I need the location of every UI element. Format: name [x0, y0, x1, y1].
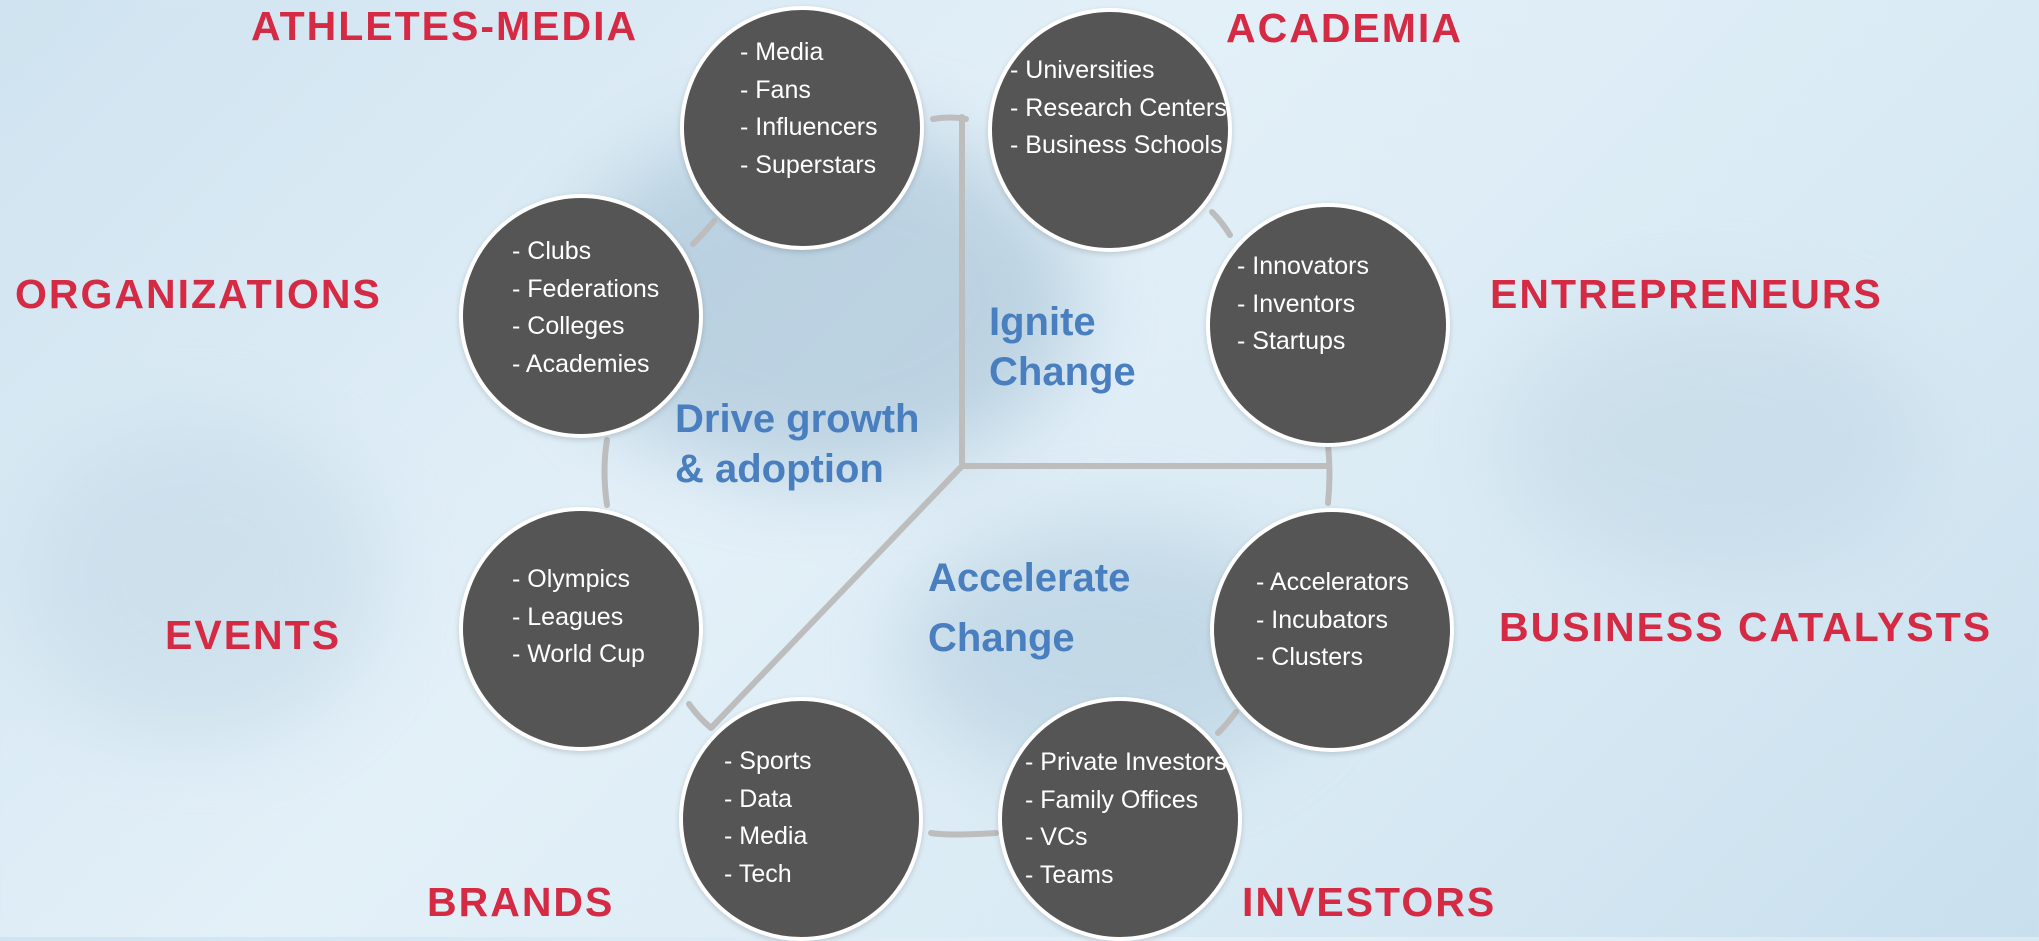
category-business-catalysts: BUSINESS CATALYSTS — [1499, 604, 1993, 650]
node-athletes-media: - Media - Fans - Influencers - Superstar… — [680, 6, 924, 250]
theme-line: Accelerate — [928, 556, 1131, 600]
node-list: - Universities - Research Centers - Busi… — [1010, 52, 1227, 165]
theme-line: & adoption — [675, 447, 884, 491]
category-organizations: ORGANIZATIONS — [15, 271, 382, 317]
node-investors: - Private Investors - Family Offices - V… — [998, 697, 1242, 941]
connector-ring-segment — [1325, 441, 1333, 506]
theme-accelerate-change: Accelerate Change — [928, 548, 1130, 668]
connector-ring-segment — [1209, 209, 1233, 238]
list-item: - World Cup — [512, 640, 645, 668]
node-entrepreneurs: - Innovators - Inventors - Startups — [1206, 203, 1450, 447]
list-item: - Inventors — [1237, 289, 1356, 318]
theme-ignite-change: Ignite Change — [989, 297, 1136, 397]
list-item: - Accelerators — [1256, 568, 1409, 596]
connector-ring-segment — [690, 218, 717, 247]
node-list: - Olympics - Leagues - World Cup — [512, 561, 645, 674]
node-brands: - Sports - Data - Media - Tech — [679, 697, 923, 941]
category-entrepreneurs: ENTREPRENEURS — [1490, 271, 1883, 317]
list-item: - Fans — [740, 75, 811, 104]
node-organizations: - Clubs - Federations - Colleges - Acade… — [459, 194, 703, 438]
list-item: - Superstars — [740, 150, 877, 179]
node-list: - Media - Fans - Influencers - Superstar… — [740, 34, 878, 184]
theme-line: Drive growth — [675, 397, 920, 441]
node-list: - Innovators - Inventors - Startups — [1237, 248, 1369, 361]
list-item: - Clubs — [512, 237, 592, 265]
connector-ring-segment — [928, 830, 999, 838]
list-item: - Colleges — [512, 312, 625, 340]
theme-line: Change — [928, 616, 1075, 660]
background-shape — [1500, 300, 1920, 580]
list-item: - Teams — [1025, 860, 1114, 889]
list-item: - Leagues — [512, 602, 624, 631]
node-events: - Olympics - Leagues - World Cup — [459, 507, 703, 751]
category-brands: BRANDS — [427, 879, 615, 925]
node-list: - Clubs - Federations - Colleges - Acade… — [512, 233, 659, 383]
list-item: - Universities — [1010, 56, 1155, 84]
node-list: - Accelerators - Incubators - Clusters — [1256, 564, 1409, 677]
list-item: - Family Offices — [1025, 785, 1199, 814]
list-item: - Olympics — [512, 565, 631, 593]
list-item: - Media — [740, 38, 824, 66]
node-academia: - Universities - Research Centers - Busi… — [988, 8, 1232, 252]
connector-ring-segment — [1215, 709, 1239, 736]
list-item: - Clusters — [1256, 643, 1363, 671]
list-item: - VCs — [1025, 823, 1088, 851]
category-events: EVENTS — [165, 612, 342, 658]
theme-line: Ignite — [989, 300, 1096, 344]
category-academia: ACADEMIA — [1226, 5, 1463, 51]
connector-ring-segment — [686, 701, 714, 731]
theme-line: Change — [989, 350, 1136, 394]
connector-ring-segment — [601, 437, 610, 508]
list-item: - Innovators — [1237, 252, 1370, 280]
list-item: - Academies — [512, 349, 650, 378]
category-investors: INVESTORS — [1242, 879, 1497, 925]
node-list: - Sports - Data - Media - Tech — [724, 743, 812, 893]
node-list: - Private Investors - Family Offices - V… — [1025, 744, 1226, 894]
list-item: - Private Investors — [1025, 748, 1227, 776]
category-athletes-media: ATHLETES-MEDIA — [251, 3, 639, 49]
list-item: - Influencers — [740, 113, 878, 141]
list-item: - Research Centers — [1010, 93, 1227, 122]
list-item: - Business Schools — [1010, 131, 1223, 159]
list-item: - Startups — [1237, 327, 1346, 355]
theme-drive-growth: Drive growth & adoption — [675, 394, 919, 494]
node-business-catalysts: - Accelerators - Incubators - Clusters — [1210, 508, 1454, 752]
list-item: - Federations — [512, 274, 660, 303]
list-item: - Sports — [724, 747, 812, 775]
list-item: - Data — [724, 784, 793, 813]
list-item: - Tech — [724, 859, 792, 888]
list-item: - Media — [724, 822, 808, 850]
connector-spoke — [708, 463, 965, 731]
list-item: - Incubators — [1256, 605, 1389, 634]
background-shape — [20, 420, 380, 740]
